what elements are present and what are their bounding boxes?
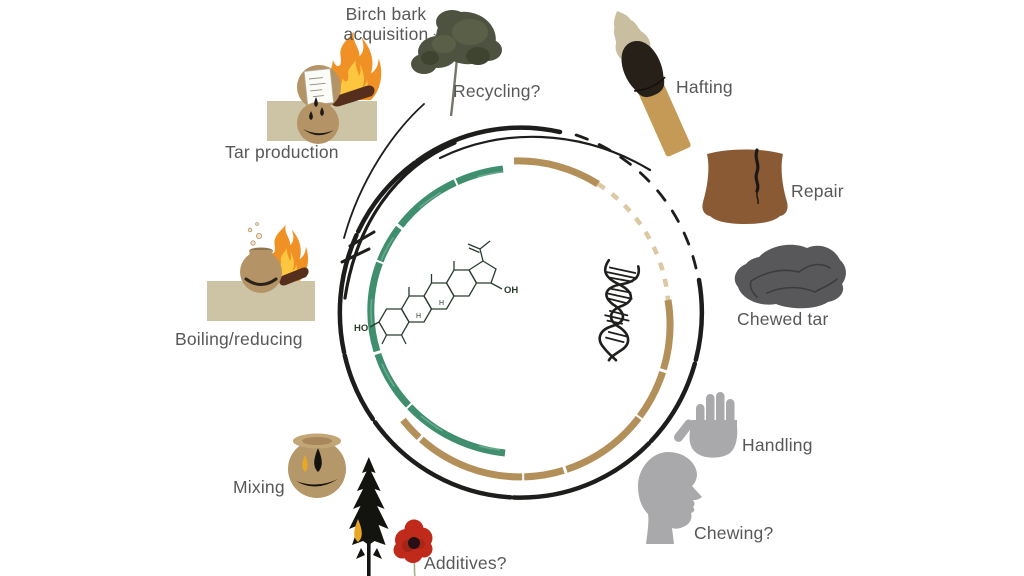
stage-label-recycling: Recycling? (453, 81, 541, 101)
stage-label-additives: Additives? (424, 553, 507, 573)
stage-label-repair: Repair (791, 181, 844, 201)
bubbles-icon (247, 222, 262, 246)
green-arc (367, 165, 506, 457)
outer-sketched-circle (337, 103, 705, 500)
birch-twig-icon (340, 230, 376, 264)
stage-label-chewed-tar: Chewed tar (737, 309, 829, 329)
stage-label-hafting: Hafting (676, 77, 733, 97)
head-profile-silhouette-icon (638, 452, 702, 544)
stage-label-line1: Birch bark (345, 4, 427, 24)
hand-silhouette-icon (673, 392, 738, 458)
stage-label-tar-production: Tar production (225, 142, 339, 162)
stage-label-handling: Handling (742, 435, 813, 455)
birch-tree-icon (411, 10, 502, 117)
poppy-flower-icon (393, 519, 433, 576)
molecule-oh-label: OH (504, 285, 518, 296)
pine-tree-resin-drop-icon (349, 457, 389, 576)
stage-label-boiling-reducing: Boiling/reducing (175, 329, 303, 349)
stage-label-line2: acquisition (343, 24, 429, 45)
molecule-ho-label: HO (354, 323, 368, 334)
cracked-ceramic-vessel-icon (702, 148, 788, 224)
hafted-stone-point-icon (613, 11, 691, 157)
stage-label-chewing: Chewing? (694, 523, 774, 543)
chewed-tar-lump-icon (734, 244, 846, 309)
bark-mound-fire-icon (267, 31, 382, 144)
dna-helix-icon (598, 258, 641, 362)
pot-on-fire-icon (207, 222, 315, 321)
molecule-h-label: H (439, 300, 444, 307)
molecule-h-label: H (416, 313, 421, 320)
tan-arc (400, 157, 674, 481)
betulin-molecule-icon: HO OH H H (354, 240, 518, 345)
birch-bark-sheet-icon (303, 68, 335, 106)
tar-drip-icon (309, 97, 324, 120)
mixing-pot-tar-icon (288, 433, 346, 498)
stage-label-mixing: Mixing (233, 477, 285, 497)
stage-label-birch-bark-acquisition: Birch bark acquisition (336, 4, 436, 44)
